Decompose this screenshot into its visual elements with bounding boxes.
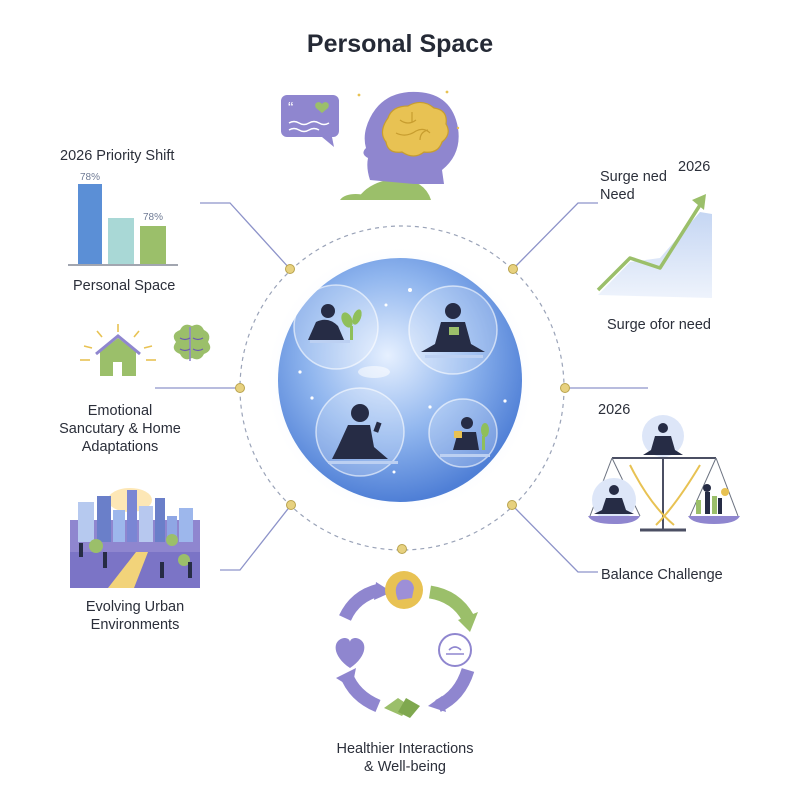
- balance-year: 2026: [598, 402, 631, 418]
- bar-teal: [108, 218, 134, 264]
- person-meditating-icon: [421, 303, 485, 358]
- arrow-up-icon: [692, 194, 706, 210]
- sanctuary-line3: Adaptations: [81, 439, 159, 455]
- balance-scale-icon: [588, 415, 740, 532]
- brain-icon: [173, 324, 211, 361]
- cycle-arrow-top-right: [428, 585, 474, 622]
- heart-icon: [335, 638, 365, 668]
- cycle-arrow-left: [339, 583, 381, 621]
- person-laptop-icon: [440, 417, 490, 457]
- priority-caption: Personal Space: [73, 278, 176, 294]
- urban-line1: Evolving Urban: [85, 599, 185, 615]
- chat-bubble-icon: “: [281, 95, 339, 147]
- sanctuary-label: Emotional Sancutary & Home Adaptations: [40, 402, 200, 456]
- surge-year: 2026: [678, 159, 711, 175]
- bar-blue: [78, 184, 102, 264]
- house-glow-icon: [80, 324, 156, 376]
- connector-lines: [155, 202, 648, 573]
- surge-label-line2: Need: [600, 187, 635, 203]
- priority-heading: 2026 Priority Shift: [60, 148, 175, 164]
- interactions-line1: Healthier Interactions: [336, 741, 474, 757]
- priority-bar-chart: [68, 184, 178, 266]
- sanctuary-line1: Emotional: [87, 403, 153, 419]
- cycle-diagram: [335, 571, 478, 718]
- head-bulb-icon: [385, 571, 423, 609]
- urban-label: Evolving Urban Environments: [55, 598, 215, 634]
- head-brain-icon: [340, 90, 460, 200]
- cloud-icon: [358, 366, 390, 378]
- bar-value-label: 78%: [80, 172, 101, 183]
- interactions-line2: & Well-being: [364, 759, 446, 775]
- bar-green: [140, 226, 166, 264]
- svg-text:“: “: [288, 100, 293, 117]
- speech-bubble-icon: [438, 633, 472, 667]
- page-title: Personal Space: [306, 30, 494, 58]
- person-phone-icon: [328, 404, 398, 464]
- city-illustration: [70, 488, 200, 588]
- handshake-icon: [384, 698, 420, 718]
- urban-line2: Environments: [90, 617, 180, 633]
- surge-line-chart: [596, 194, 712, 298]
- balance-caption: Balance Challenge: [601, 567, 723, 583]
- surge-caption: Surge ofor need: [607, 317, 711, 333]
- bar-value-label: 78%: [143, 212, 164, 223]
- surge-label-line1: Surge ned: [600, 169, 667, 185]
- plant-icon: [341, 309, 362, 340]
- interactions-label: Healthier Interactions & Well-being: [305, 740, 505, 776]
- sanctuary-line2: Sancutary & Home: [59, 421, 181, 437]
- sparkle-icons: [298, 288, 507, 474]
- connector-dots: [235, 264, 570, 554]
- person-reading-icon: [308, 304, 350, 343]
